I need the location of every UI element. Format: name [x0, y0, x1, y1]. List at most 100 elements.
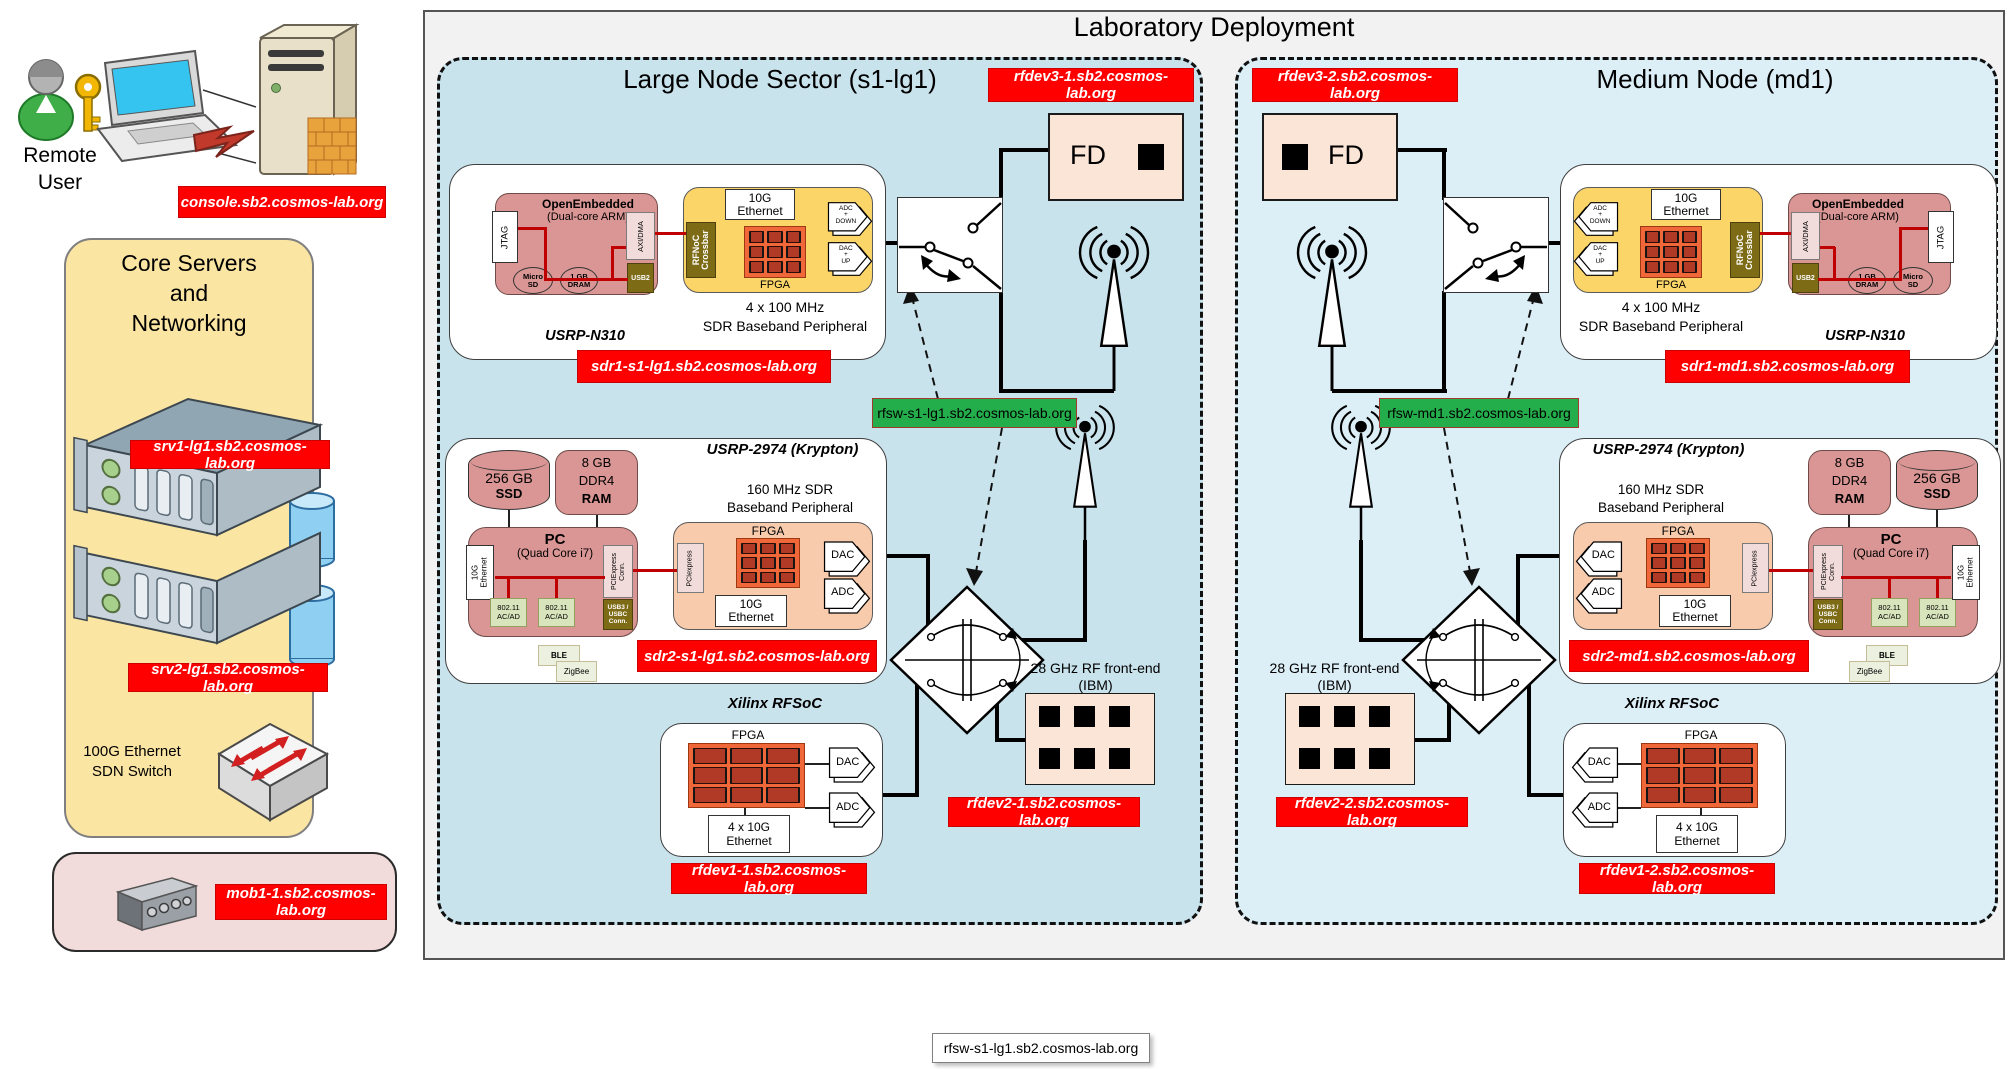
wire — [1700, 808, 1702, 815]
adc-block: ADC — [828, 791, 876, 829]
usrp-n310-name: USRP-N310 — [1825, 328, 1905, 344]
red-bus — [1900, 227, 1928, 230]
ibm-array-element — [1039, 748, 1060, 769]
rf-line — [1442, 291, 1446, 393]
fpga-chip-grid — [1641, 743, 1758, 808]
rfdev2-hostname-label: rfdev2-1.sb2.cosmos-lab.org — [948, 795, 1140, 829]
rf-switch-icon — [1444, 202, 1547, 290]
pc-label: PC (Quad Core i7) — [1852, 531, 1930, 560]
fd-square-icon — [1138, 144, 1164, 170]
rf-line — [915, 684, 919, 797]
rf-line — [1527, 793, 1565, 797]
rf-line — [1549, 241, 1567, 245]
ibm-caption: 28 GHz RF front-end(IBM) — [1269, 660, 1400, 693]
red-pcie-link — [1769, 569, 1813, 572]
rf-line — [1083, 540, 1087, 642]
dac-block: DAC — [828, 746, 876, 784]
red-bus — [495, 576, 605, 579]
ibm-array-element — [1334, 748, 1355, 769]
sdr2-hostname-label: sdr2-s1-lg1.sb2.cosmos-lab.org — [637, 640, 877, 672]
ram-block — [1808, 450, 1891, 515]
wire — [1936, 510, 1938, 527]
red-bus — [1888, 578, 1891, 598]
hover-tooltip: rfsw-s1-lg1.sb2.cosmos-lab.org — [932, 1033, 1150, 1063]
rf-switch-icon — [899, 202, 1002, 290]
red-pcie-link — [633, 569, 677, 572]
fpga-label: FPGA — [731, 728, 765, 742]
rack-servers-icon — [73, 397, 335, 668]
rfdev3-hostname-label: rfdev3-1.sb2.cosmos-lab.org — [988, 68, 1194, 102]
ibm-array-element — [1074, 748, 1095, 769]
rf-line — [1527, 684, 1531, 797]
adc-block: ADC — [1575, 576, 1623, 616]
rf-line — [880, 241, 898, 245]
fpga-label: FPGA — [751, 524, 785, 538]
rfsw-pointer-arrow — [966, 427, 1003, 586]
rf-line — [926, 554, 930, 628]
ibm-array-element — [1299, 748, 1320, 769]
ibm-array-element — [1109, 748, 1130, 769]
wire — [1848, 515, 1850, 527]
rf-line — [1447, 701, 1451, 742]
fpga-label: FPGA — [1656, 279, 1686, 291]
ram-block — [555, 450, 638, 515]
dac-block: DAC — [1571, 746, 1619, 784]
rfdev1-hostname-label: rfdev1-1.sb2.cosmos-lab.org — [671, 862, 867, 896]
rf-line — [1516, 554, 1520, 628]
sdr1-hostname-label: sdr1-md1.sb2.cosmos-lab.org — [1665, 350, 1910, 383]
usb2-port: USB2 — [1792, 263, 1819, 293]
red-bus — [1833, 247, 1836, 280]
fd-label: FD — [1328, 140, 1364, 170]
red-bus — [1936, 578, 1939, 598]
adc-down-block: ADC+DOWN — [827, 199, 873, 239]
rfsw-pointer-arrow — [903, 285, 939, 400]
antenna-icon — [1055, 405, 1115, 545]
red-bus — [544, 227, 547, 280]
dac-up-block: DAC+UP — [827, 239, 873, 279]
fpga-label: FPGA — [1684, 728, 1718, 742]
rfsoc-name: Xilinx RFSoC — [727, 695, 823, 712]
red-bus — [1841, 576, 1951, 579]
red-bus — [1818, 278, 1902, 281]
red-bus — [1820, 246, 1835, 249]
red-bus — [518, 227, 546, 230]
ibm-caption: 28 GHz RF front-end(IBM) — [1030, 660, 1161, 693]
ibm-array-element — [1074, 706, 1095, 727]
usrp-2974-name: USRP-2974 (Krypton) — [1592, 441, 1745, 458]
transfer-switch-icon — [1401, 585, 1557, 735]
rf-line — [999, 150, 1003, 200]
srv1-hostname-label: srv1-lg1.sb2.cosmos-lab.org — [130, 438, 330, 472]
rfsw-pointer-arrow — [1443, 427, 1480, 586]
console-server-icon — [259, 23, 360, 176]
fd-label: FD — [1070, 140, 1106, 170]
fd-square-icon — [1282, 144, 1308, 170]
red-bus — [1760, 232, 1791, 235]
wire — [805, 763, 830, 765]
zigbee-block: ZigBee — [556, 661, 597, 682]
fpga-label: FPGA — [1661, 524, 1695, 538]
red-bus — [507, 578, 510, 598]
adc-down-block: ADC+DOWN — [1573, 199, 1619, 239]
srv2-hostname-label: srv2-lg1.sb2.cosmos-lab.org — [128, 661, 328, 695]
mob1-hostname-label: mob1-1.sb2.cosmos-lab.org — [215, 884, 387, 920]
red-bus — [611, 246, 626, 249]
rfsw-pointer-arrow — [1507, 285, 1543, 400]
